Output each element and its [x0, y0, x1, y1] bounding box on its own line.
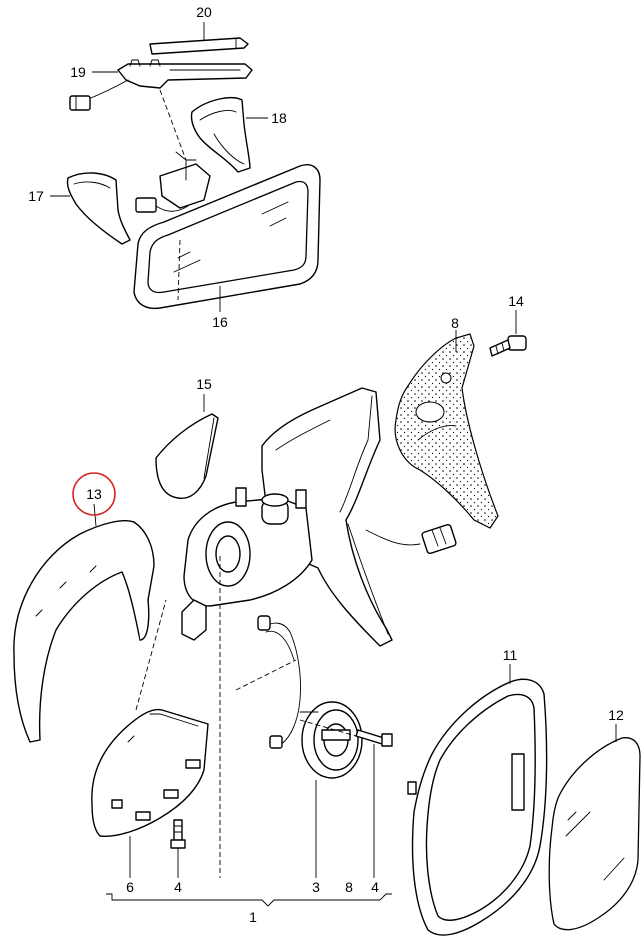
part-16-interior-mirror [133, 164, 321, 310]
part-4-screw-left [170, 819, 186, 849]
part-6-lower-cover [91, 708, 209, 838]
interior-mirror-mount [159, 151, 211, 209]
part-3-adjust-motor [257, 615, 363, 779]
callout-14: 14 [508, 293, 524, 309]
callout-4-left: 4 [174, 879, 182, 895]
mirror-motor-housing [181, 487, 457, 641]
part-20-cover-strip [149, 37, 249, 55]
part-18-mount-cover [190, 96, 251, 173]
part-15-trim-cap [155, 413, 219, 499]
part-13-housing-cap [13, 520, 155, 743]
callout-8-gasket: 8 [451, 315, 459, 331]
callout-20: 20 [196, 4, 212, 20]
part-11-glass-frame [407, 678, 548, 936]
callout-12: 12 [608, 707, 624, 723]
part-4-screw-right [355, 729, 393, 747]
callout-labels: 20 19 18 17 16 14 8 15 13 11 12 6 4 3 8 … [28, 4, 624, 925]
callout-13: 13 [86, 486, 102, 502]
part-14-bolt [489, 335, 527, 357]
callout-15: 15 [196, 376, 212, 392]
callout-19: 19 [70, 64, 86, 80]
part-17-mount-cover [66, 172, 189, 245]
callout-17: 17 [28, 188, 44, 204]
part-8-gasket [394, 333, 499, 529]
leader-lines [50, 22, 617, 907]
callout-16: 16 [212, 314, 228, 330]
highlight-circle-13 [72, 472, 116, 516]
part-19-wiring-bracket [69, 59, 253, 111]
part-12-mirror-glass [548, 737, 641, 931]
callout-3: 3 [312, 879, 320, 895]
callout-1: 1 [249, 909, 257, 925]
callout-18: 18 [271, 110, 287, 126]
callout-8-bottom: 8 [345, 879, 353, 895]
callout-6: 6 [126, 879, 134, 895]
callout-11: 11 [503, 647, 518, 663]
callout-4-right: 4 [371, 879, 379, 895]
